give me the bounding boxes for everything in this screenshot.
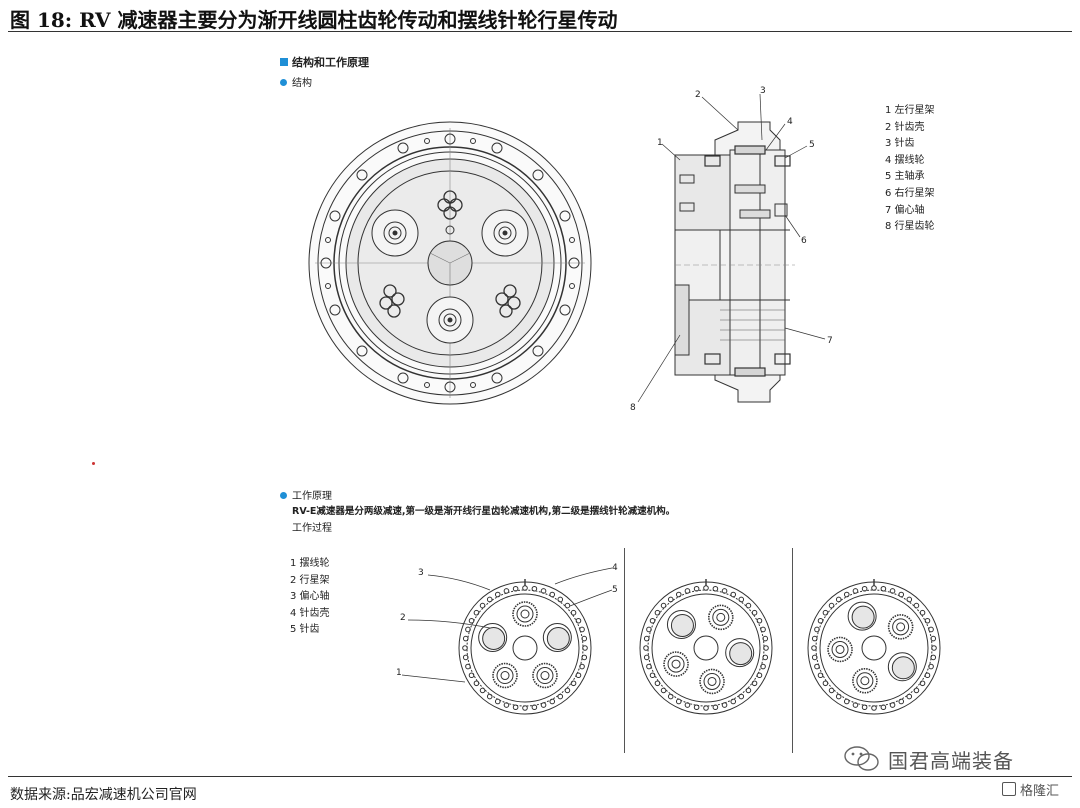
stage-diagram-3: [807, 579, 941, 715]
callout-3: 3: [418, 568, 424, 578]
watermark-platform: 格隆汇: [1020, 784, 1060, 799]
watermark-brand: 国君高端装备: [888, 749, 1014, 773]
callout-3: 3: [760, 86, 766, 96]
title-rule: [8, 31, 1072, 32]
callout-1: 1: [657, 138, 663, 148]
callout-5: 5: [809, 140, 815, 150]
legend-item: 2 行星架: [290, 574, 330, 586]
legend-item: 4 针齿壳: [290, 607, 330, 619]
dot-bullet-icon: [280, 492, 287, 499]
figure-title: 图 18: RV 减速器主要分为渐开线圆柱齿轮传动和摆线针轮行星传动: [10, 8, 618, 32]
stage-callouts: 3 4 5 2 1: [396, 563, 618, 683]
principle-subheading-text: 工作原理: [292, 491, 332, 502]
legend-item: 1 摆线轮: [290, 558, 330, 569]
callout-6: 6: [801, 236, 807, 246]
structure-legend: 1 左行星架 2 针齿壳 3 针齿 4 摆线轮 5 主轴承 6 右行星架 7 偏…: [885, 103, 935, 236]
principle-description: RV-E减速器是分两级减速,第一级是渐开线行星齿轮减速机构,第二级是摆线针轮减速…: [292, 506, 676, 517]
section-heading: 结构和工作原理: [280, 54, 369, 70]
principle-subheading: 工作原理: [280, 487, 332, 502]
callout-7: 7: [827, 336, 833, 346]
stage-diagram-2: [639, 579, 773, 715]
square-bullet-icon: [280, 58, 288, 66]
source-rule: [8, 776, 1072, 777]
structure-subheading-text: 结构: [292, 78, 312, 89]
separator-line: [624, 548, 625, 753]
legend-item: 1 左行星架: [885, 105, 935, 116]
wechat-icon: [844, 746, 879, 771]
legend-item: 6 右行星架: [885, 187, 935, 199]
callout-8: 8: [630, 403, 636, 413]
figure-source: 数据来源:品宏减速机公司官网: [10, 787, 197, 803]
separator-line: [792, 548, 793, 753]
stage-diagram-1: [458, 579, 592, 715]
stage-geometry: [458, 579, 592, 715]
dot-bullet-icon: [280, 79, 287, 86]
legend-item: 5 针齿: [290, 624, 320, 636]
legend-item: 8 行星齿轮: [885, 221, 935, 233]
platform-logo-icon: [1002, 782, 1016, 796]
callout-1: 1: [396, 668, 402, 678]
section-heading-text: 结构和工作原理: [292, 56, 369, 69]
callout-4: 4: [787, 117, 793, 127]
structure-subheading: 结构: [280, 74, 312, 89]
legend-item: 2 针齿壳: [885, 121, 925, 133]
legend-item: 3 针齿: [885, 138, 915, 150]
legend-item: 7 偏心轴: [885, 204, 925, 216]
stage-geometry: [639, 579, 773, 715]
reducer-section-view: 1 2 3 4 5 6 7 8: [630, 86, 833, 413]
callout-2: 2: [400, 613, 406, 623]
stage-geometry: [807, 579, 941, 715]
legend-item: 5 主轴承: [885, 171, 925, 183]
principle-legend: 1 摆线轮 2 行星架 3 偏心轴 4 针齿壳 5 针齿: [290, 556, 330, 639]
reducer-front-view: [308, 121, 592, 405]
legend-item: 3 偏心轴: [290, 591, 330, 603]
callout-2: 2: [695, 90, 701, 100]
legend-item: 4 摆线轮: [885, 154, 925, 166]
callout-4: 4: [612, 563, 618, 573]
process-label: 工作过程: [292, 523, 332, 534]
stray-mark: [92, 462, 95, 465]
callout-5: 5: [612, 585, 618, 595]
